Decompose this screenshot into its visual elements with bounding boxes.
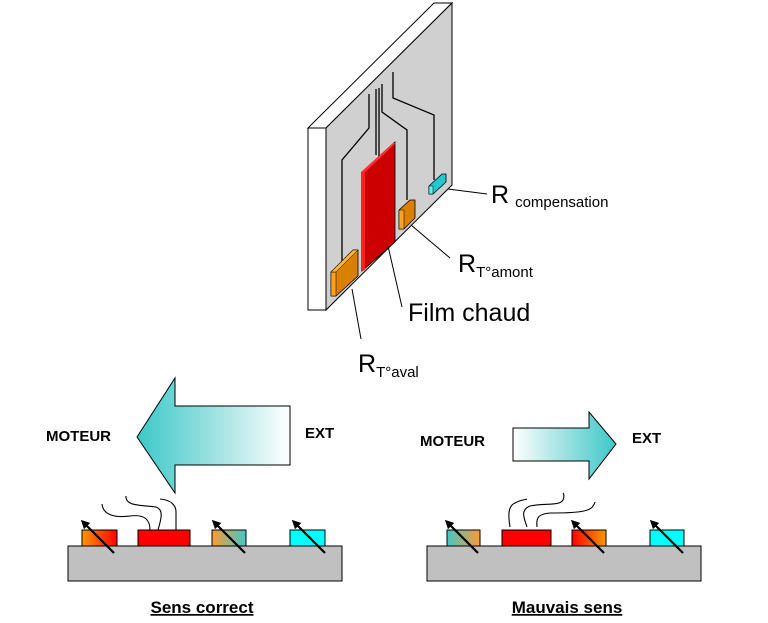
substrate [426, 545, 702, 582]
airflow-arrow-left [136, 376, 291, 495]
heater-element [137, 529, 191, 547]
film-chaud-label: Film chaud [408, 299, 530, 327]
caption-mauvais-sens: Mauvais sens [512, 598, 623, 617]
substrate [67, 545, 343, 582]
panel-mauvais-sens: MOTEUR EXT Mauvais sens [420, 410, 702, 617]
caption-sens-correct: Sens correct [151, 598, 254, 617]
variable-resistor-arrows [444, 519, 684, 554]
r-compensation-resistor [428, 173, 447, 195]
r-amont-label: RT°amont [458, 250, 534, 281]
ext-label: EXT [305, 425, 334, 442]
hot-film-heater [361, 141, 396, 272]
leader-lines [351, 188, 488, 340]
r-aval-label: RT°aval [358, 350, 419, 381]
heater-element [501, 529, 552, 547]
moteur-label: MOTEUR [46, 428, 111, 445]
ext-label: EXT [632, 430, 661, 447]
heat-waves [101, 495, 177, 531]
heat-waves [508, 492, 596, 528]
variable-resistor-arrows [80, 519, 326, 554]
airflow-arrow-right [512, 410, 617, 481]
r-aval-resistor [330, 249, 359, 297]
board-front-edge [307, 127, 327, 311]
panel-sens-correct: MOTEUR EXT Sens correct [46, 376, 343, 617]
moteur-label: MOTEUR [420, 433, 485, 450]
sensor-compensation [289, 529, 326, 547]
board-traces [341, 72, 435, 280]
r-amont-resistor [398, 199, 416, 230]
